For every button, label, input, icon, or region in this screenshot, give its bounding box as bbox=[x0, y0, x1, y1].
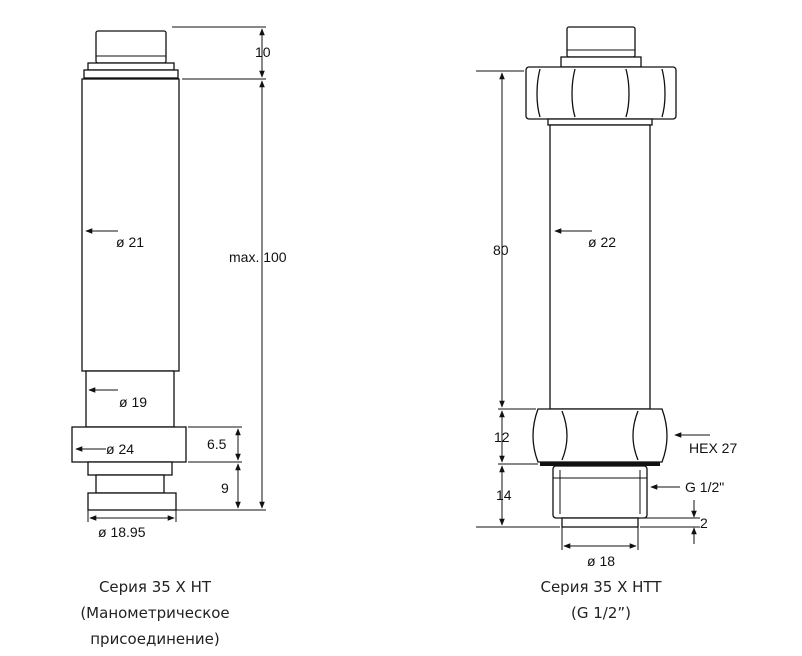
left-flange-dia-label: ø 24 bbox=[106, 441, 134, 457]
right-thread-label: G 1/2" bbox=[685, 479, 724, 495]
right-caption: Серия 35 X HTT (G 1/2”) bbox=[540, 578, 662, 622]
left-neck-dia-label: ø 19 bbox=[119, 394, 147, 410]
left-top-cap-label: 10 bbox=[255, 44, 271, 60]
left-lower-stem bbox=[95, 474, 165, 494]
right-hex-h-label: 12 bbox=[494, 429, 510, 445]
left-bottom-h-label: 9 bbox=[221, 480, 229, 496]
right-body-h-label: 80 bbox=[493, 242, 509, 258]
left-caption: Серия 35 X HT (Манометрическое присоедин… bbox=[80, 578, 229, 648]
right-thread bbox=[552, 465, 648, 519]
right-union-nut bbox=[525, 66, 677, 120]
right-thread-end bbox=[561, 517, 639, 528]
left-body bbox=[81, 78, 180, 372]
left-total-label: max. 100 bbox=[229, 249, 287, 265]
left-cap-collar bbox=[87, 62, 175, 71]
right-sensor-drawing: 80 ø 22 12 HEX 27 14 G 1/2" 2 ø 18 bbox=[476, 26, 737, 569]
left-caption-line-3: присоединение) bbox=[90, 630, 220, 648]
right-hex-nut bbox=[532, 408, 668, 463]
right-connector-collar bbox=[560, 56, 642, 68]
right-hex-label: HEX 27 bbox=[689, 440, 737, 456]
left-flange-h-label: 6.5 bbox=[207, 436, 227, 452]
right-body-dia-label: ø 22 bbox=[588, 234, 616, 250]
left-caption-line-1: Серия 35 X HT bbox=[99, 578, 212, 596]
right-top-connector bbox=[566, 26, 636, 58]
left-cap-ring bbox=[83, 69, 179, 79]
right-thread-h-label: 14 bbox=[496, 487, 512, 503]
left-sensor-drawing: 10 max. 100 ø 21 ø 19 ø 24 6.5 9 ø 18.95 bbox=[71, 26, 287, 540]
left-top-cap bbox=[95, 30, 167, 64]
right-caption-line-2: (G 1/2”) bbox=[571, 604, 631, 622]
right-seal-washer bbox=[540, 462, 660, 466]
left-caption-line-2: (Манометрическое bbox=[80, 604, 229, 622]
left-bottom-dia-label: ø 18.95 bbox=[98, 524, 146, 540]
right-body bbox=[549, 124, 651, 410]
right-thread-dia-label: ø 18 bbox=[587, 553, 615, 569]
left-lower-ring bbox=[87, 461, 173, 476]
right-caption-line-1: Серия 35 X HTT bbox=[540, 578, 662, 596]
left-bottom-fitting bbox=[87, 492, 177, 511]
right-nut-base-ring bbox=[547, 118, 653, 126]
right-thread-end-label: 2 bbox=[700, 515, 708, 531]
left-flange bbox=[71, 426, 187, 463]
left-body-dia-label: ø 21 bbox=[116, 234, 144, 250]
